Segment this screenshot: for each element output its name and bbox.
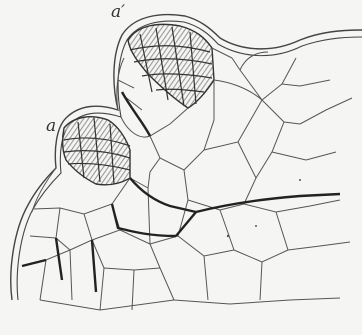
label-a: a: [46, 118, 56, 135]
meristem-region-a-prime: [128, 24, 214, 108]
label-a-prime: a′: [111, 4, 125, 21]
stipple-dots: [227, 179, 301, 237]
meristem-region-a: [63, 117, 130, 185]
